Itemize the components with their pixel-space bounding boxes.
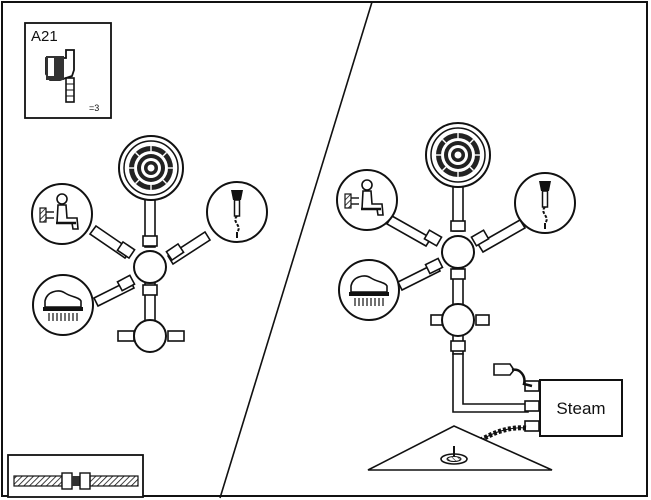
mixer-hub	[441, 303, 475, 337]
foot-massage-icon	[338, 259, 400, 321]
right-pipework	[385, 185, 529, 413]
foot-massage-icon	[32, 274, 94, 336]
steam-generator: Steam	[539, 379, 623, 437]
seated-person-massage-icon	[30, 182, 94, 246]
rain-showerhead-icon	[118, 135, 184, 201]
steam-nozzle-icon	[493, 363, 533, 388]
part-quantity: =3	[89, 103, 99, 113]
part-code: A21	[31, 28, 58, 45]
hand-shower-icon	[206, 181, 268, 243]
right-panel: Steam	[335, 122, 623, 471]
steam-label: Steam	[556, 399, 605, 418]
hand-shower-icon	[514, 172, 576, 234]
seated-person-massage-icon	[335, 168, 399, 232]
part-callout: A21 =3	[24, 22, 112, 119]
braided-hose-icon	[7, 454, 144, 498]
panel-divider	[219, 1, 373, 499]
elbow-fitting-icon	[45, 49, 75, 103]
mixer-hub	[133, 319, 167, 353]
diverter-hub	[133, 250, 167, 284]
floor-drain-icon	[367, 425, 553, 471]
diverter-hub	[441, 235, 475, 269]
rain-showerhead-icon	[425, 122, 491, 188]
left-panel: A21 =3	[7, 22, 268, 498]
